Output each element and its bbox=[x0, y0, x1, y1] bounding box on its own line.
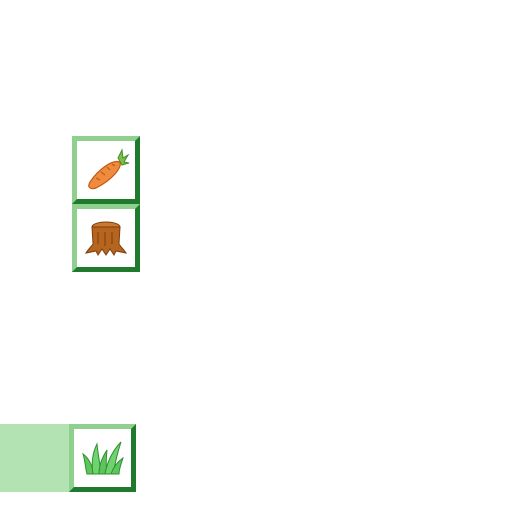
tree-stump-tile[interactable] bbox=[72, 204, 140, 272]
grass-tile[interactable] bbox=[69, 424, 136, 492]
selection-highlight bbox=[0, 424, 69, 492]
tree-stump-icon bbox=[85, 221, 128, 256]
grass-icon bbox=[81, 441, 124, 475]
carrot-icon bbox=[88, 148, 130, 190]
carrot-tile[interactable] bbox=[72, 136, 140, 204]
